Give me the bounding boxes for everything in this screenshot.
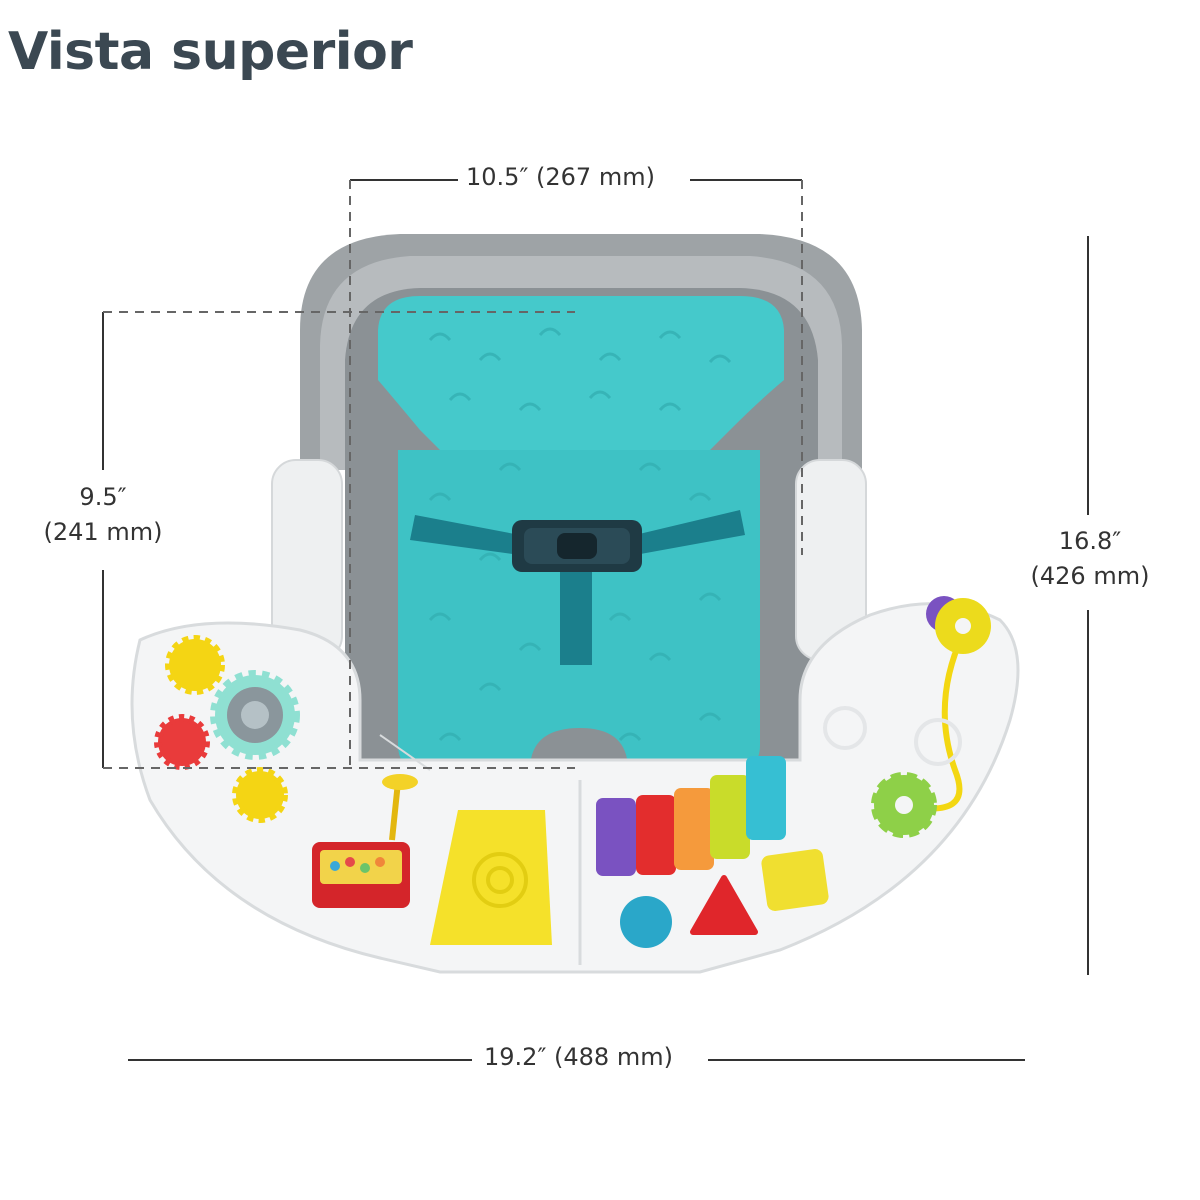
seat-depth-dimension xyxy=(102,311,575,769)
seat-depth-label: 9.5″ (241 mm) xyxy=(36,480,170,550)
overall-height-label: 16.8″ (426 mm) xyxy=(1020,524,1160,594)
page-title: Vista superior xyxy=(8,22,413,82)
overall-height-value: 16.8″ xyxy=(1058,527,1122,555)
gear-toy-icon xyxy=(154,635,300,823)
harness-strap xyxy=(410,510,745,665)
seat-depth-value: 9.5″ xyxy=(79,483,127,511)
booster-seat-illustration xyxy=(130,234,1020,974)
overall-width-label: 19.2″ (488 mm) xyxy=(484,1043,673,1071)
bead-rattle-icon xyxy=(312,774,418,908)
piano-keys-icon xyxy=(596,756,829,948)
seat-depth-metric: (241 mm) xyxy=(43,517,163,546)
top-width-dimension xyxy=(349,179,803,768)
top-width-label: 10.5″ (267 mm) xyxy=(466,163,655,191)
overall-height-metric: (426 mm) xyxy=(1030,561,1150,590)
